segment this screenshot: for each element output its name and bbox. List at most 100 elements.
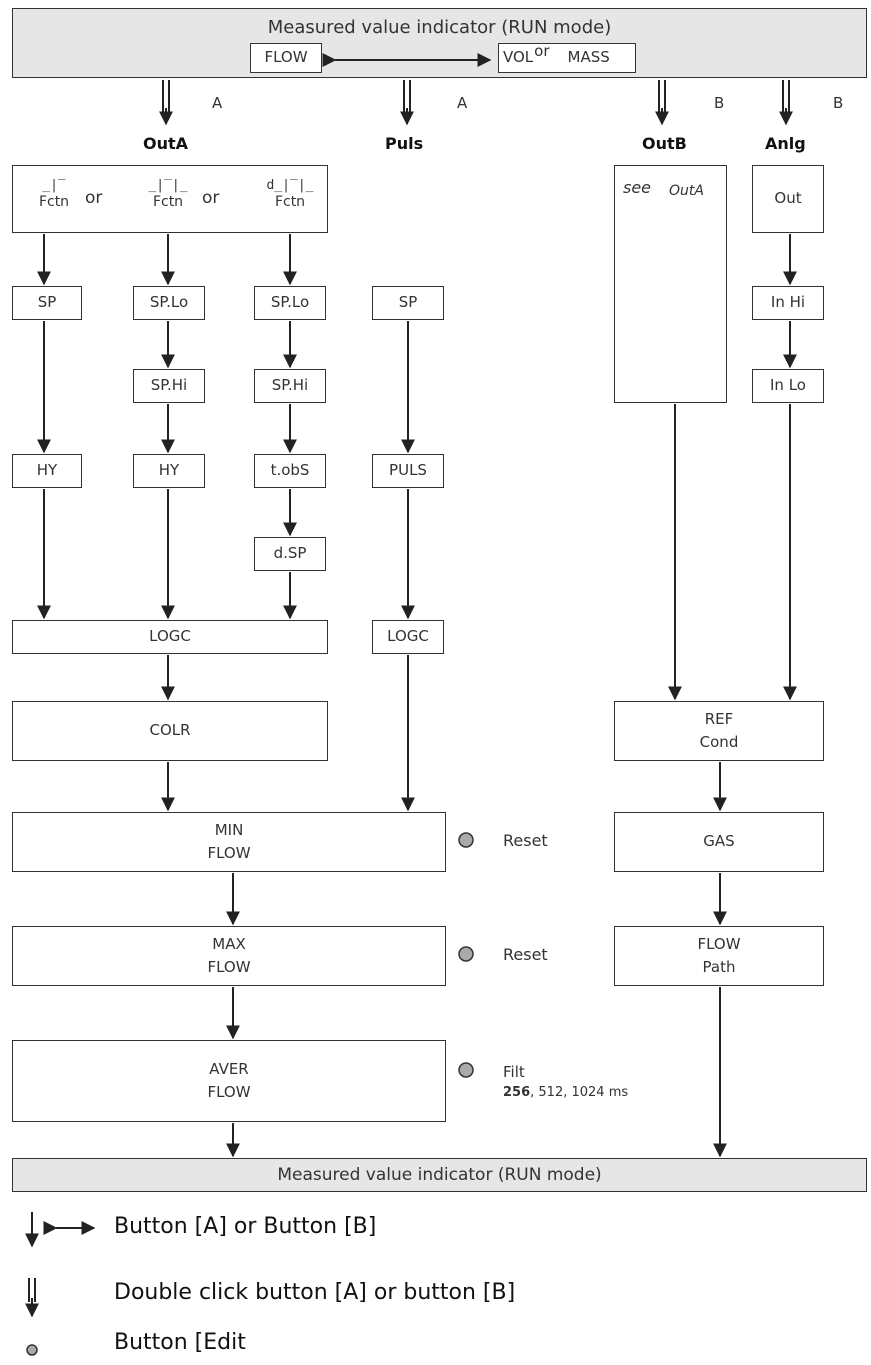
outb-see-label: see (623, 178, 652, 197)
fctn-symbol-3: d_|‾|_ (266, 178, 314, 193)
button-a-label-1: A (212, 94, 223, 112)
legend-single-text: Button [A] or Button [B] (114, 1214, 377, 1239)
col3-tobs-label: t.obS (270, 461, 310, 480)
aver-flow-label: FLOW (207, 1083, 251, 1101)
gas-box: GAS (614, 812, 824, 872)
aver-flow-box: AVER FLOW (12, 1040, 446, 1122)
button-b-label-2: B (833, 94, 844, 112)
heading-outa: OutA (143, 134, 189, 153)
ref-cond-box: REF Cond (614, 701, 824, 761)
gas-label: GAS (703, 832, 735, 851)
double-arrow-puls (400, 80, 414, 126)
col4-sp-label: SP (398, 293, 418, 312)
col3-splo-box: SP.Lo (254, 286, 326, 320)
min-flow-box: MIN FLOW (12, 812, 446, 872)
double-arrow-outb (655, 80, 669, 126)
fctn-box (12, 165, 328, 233)
anlg-inlo-label: In Lo (770, 376, 806, 395)
flow-path-box: FLOW Path (614, 926, 824, 986)
cond-label: Cond (699, 733, 739, 751)
or-label: or (534, 42, 550, 61)
vol-mass-box: VOL or MASS (498, 42, 636, 73)
fctn-or-1: or (85, 188, 103, 208)
col3-splo-label: SP.Lo (270, 293, 310, 312)
reset-label-1: Reset (503, 831, 548, 850)
fctn-option-2: _|‾|_ Fctn (142, 178, 194, 210)
double-arrow-outa (159, 80, 173, 126)
col1-sp-label: SP (37, 293, 57, 312)
aver-label: AVER (209, 1059, 249, 1078)
ref-label: REF (704, 709, 734, 728)
col4-logc-box: LOGC (372, 620, 444, 654)
fctn-option-3: d_|‾|_ Fctn (258, 178, 322, 210)
logc-box: LOGC (12, 620, 328, 654)
fctn-or-2: or (202, 188, 220, 208)
max-flow-box: MAX FLOW (12, 926, 446, 986)
col2-sphi-label: SP.Hi (150, 376, 188, 395)
heading-anlg: Anlg (765, 134, 806, 153)
reset-label-2: Reset (503, 945, 548, 964)
logc-label: LOGC (149, 627, 191, 646)
colr-label: COLR (149, 721, 191, 740)
fctn-label-3: Fctn (274, 193, 306, 210)
col3-dsp-label: d.SP (273, 544, 307, 563)
outb-see-box: see OutA (614, 165, 727, 403)
run-mode-footer: Measured value indicator (RUN mode) (12, 1158, 867, 1192)
fctn-label-1: Fctn (38, 193, 70, 210)
col2-sphi-box: SP.Hi (133, 369, 205, 403)
min-flow-label: FLOW (207, 844, 251, 862)
flow-path-flow-label: FLOW (697, 934, 741, 953)
fctn-symbol-1: _|‾ (42, 178, 66, 193)
filt-other-values: , 512, 1024 ms (530, 1085, 629, 1100)
col1-hy-label: HY (36, 461, 58, 480)
heading-puls: Puls (385, 134, 424, 153)
heading-outb: OutB (642, 134, 687, 153)
anlg-inhi-box: In Hi (752, 286, 824, 320)
legend-double-arrow (25, 1278, 39, 1318)
col4-puls-box: PULS (372, 454, 444, 488)
col1-sp-box: SP (12, 286, 82, 320)
col3-dsp-box: d.SP (254, 537, 326, 571)
col3-sphi-box: SP.Hi (254, 369, 326, 403)
flow-label: FLOW (264, 48, 308, 67)
col1-hy-box: HY (12, 454, 82, 488)
col2-splo-box: SP.Lo (133, 286, 205, 320)
filt-values: 256, 512, 1024 ms (503, 1085, 628, 1100)
col2-hy-box: HY (133, 454, 205, 488)
legend-double-text: Double click button [A] or button [B] (114, 1280, 516, 1305)
anlg-out-box: Out (752, 165, 824, 233)
max-flow-label: FLOW (207, 958, 251, 976)
fctn-label-2: Fctn (152, 193, 184, 210)
outb-ref-label: OutA (669, 183, 704, 199)
anlg-inhi-label: In Hi (770, 293, 806, 312)
anlg-inlo-box: In Lo (752, 369, 824, 403)
edit-circle-icon-2 (458, 946, 474, 962)
filt-label: Filt (503, 1063, 525, 1081)
flow-box: FLOW (250, 43, 322, 73)
filt-default-value: 256 (503, 1085, 531, 1100)
button-a-label-2: A (457, 94, 468, 112)
min-label: MIN (214, 820, 244, 839)
double-arrow-anlg (779, 80, 793, 126)
edit-circle-icon-3 (458, 1062, 474, 1078)
edit-circle-icon-1 (458, 832, 474, 848)
fctn-symbol-2: _|‾|_ (148, 178, 188, 193)
col4-puls-label: PULS (389, 461, 427, 480)
max-label: MAX (212, 934, 246, 953)
col4-logc-label: LOGC (387, 627, 429, 646)
mass-label: MASS (567, 48, 610, 67)
col3-tobs-box: t.obS (254, 454, 326, 488)
flow-path-path-label: Path (702, 958, 736, 976)
legend-edit-circle-icon (26, 1344, 38, 1356)
fctn-option-1: _|‾ Fctn (30, 178, 78, 210)
col2-hy-label: HY (158, 461, 180, 480)
vol-label: VOL (503, 48, 534, 67)
anlg-out-label: Out (774, 189, 802, 208)
col2-splo-label: SP.Lo (149, 293, 189, 312)
button-b-label-1: B (714, 94, 725, 112)
run-mode-footer-title: Measured value indicator (RUN mode) (277, 1164, 602, 1185)
colr-box: COLR (12, 701, 328, 761)
col3-sphi-label: SP.Hi (271, 376, 309, 395)
col4-sp-box: SP (372, 286, 444, 320)
